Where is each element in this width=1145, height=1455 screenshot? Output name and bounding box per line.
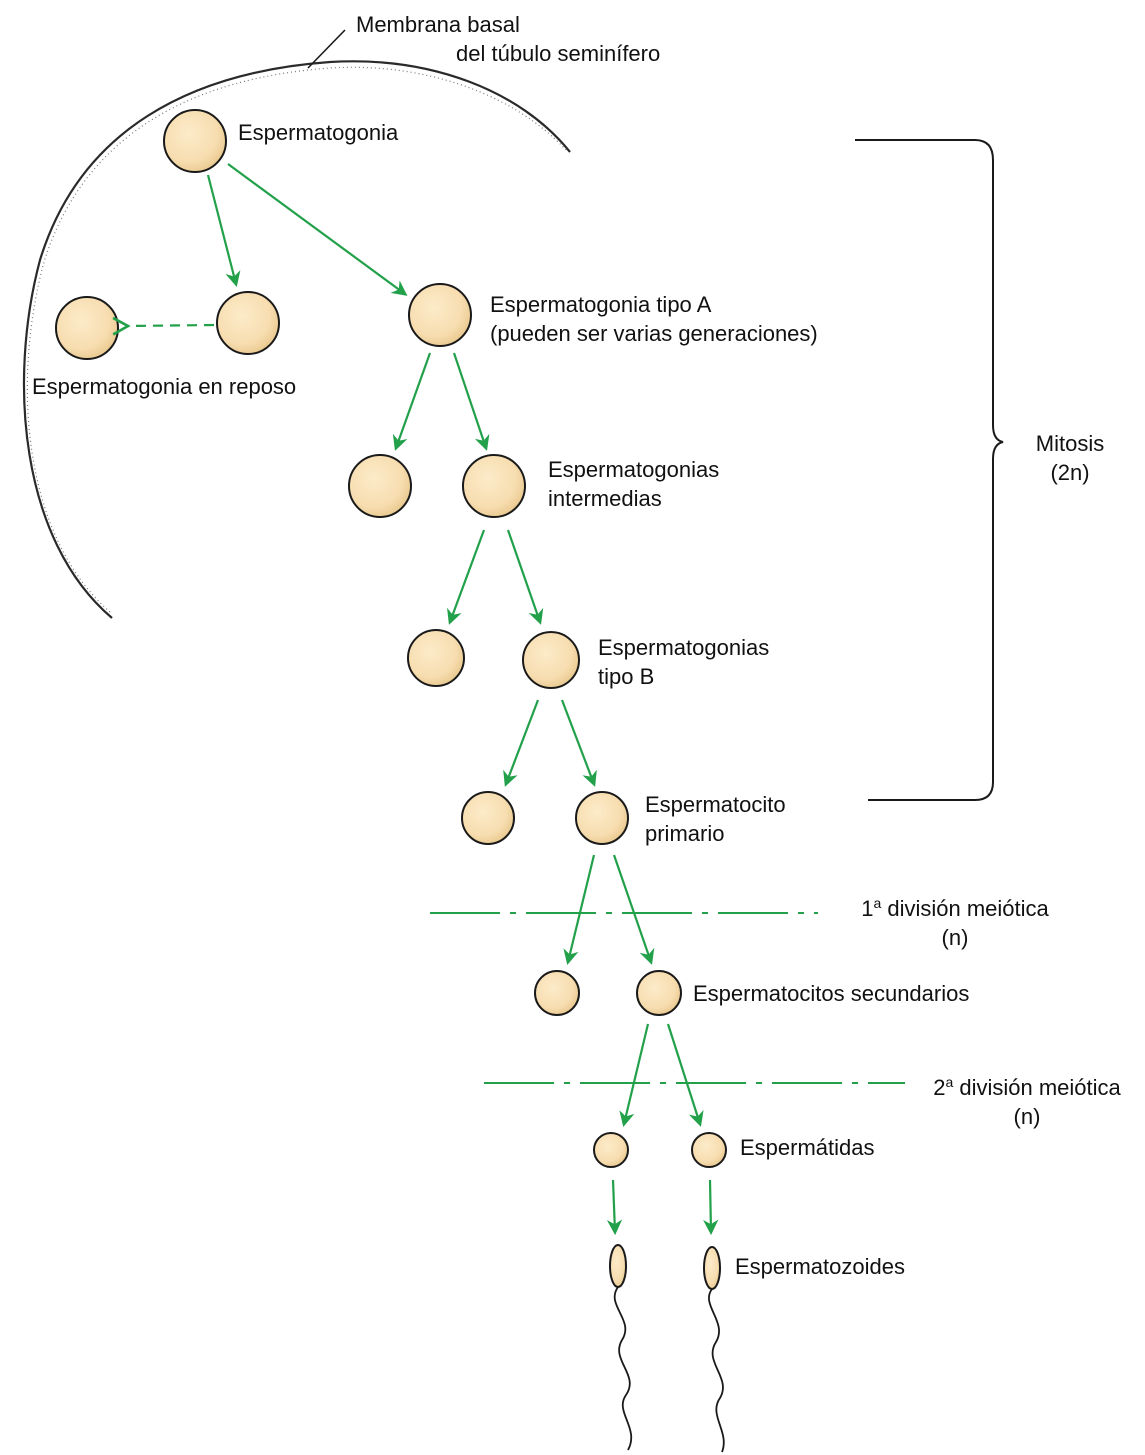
cell-spermatogonium [163,109,227,173]
tail-right [708,1288,725,1453]
cell-primary-right [575,791,629,845]
meiosis-1-number: 1 [861,896,874,921]
membrane-leader-line [307,29,346,69]
cell-primary-left [461,791,515,845]
tail-left [613,1286,633,1451]
spermatogonium-label: Espermatogonia [238,120,399,145]
type-b-label-line1: Espermatogonias [598,635,770,660]
meiosis-2-text: división meiótica [953,1075,1121,1100]
cell-intermediate-left [348,454,412,518]
cell-secondary-left [534,970,580,1016]
cell-intermediate-right [462,454,526,518]
meiosis-2-number: 2 [933,1075,946,1100]
meiosis-2-title: 2a división meiótica [912,1073,1142,1102]
meiosis-1-text: división meiótica [881,896,1049,921]
intermediate-label: Espermatogonias intermedias [548,455,719,513]
cell-spermatid-left [593,1132,629,1168]
mitosis-bracket [855,139,1004,801]
mitosis-label: Mitosis (2n) [1020,429,1120,487]
mitosis-label-line2: (2n) [1050,460,1090,485]
spermatozoon-head-right [703,1246,721,1290]
membrane-label-line1: Membrana basal [356,12,520,37]
division-arrows [112,163,719,1236]
cell-spermatid-right [691,1132,727,1168]
spermatozoa-tails [613,1286,725,1453]
meiosis-2-sup: a [945,1074,954,1090]
cells [55,109,727,1290]
type-a-label: Espermatogonia tipo A (pueden ser varias… [490,290,818,348]
cell-resting-spermatogonium [55,296,119,360]
basement-membrane [22,29,571,619]
cell-secondary-right [636,970,682,1016]
spermatozoon-head-left [609,1244,627,1288]
primary-label: Espermatocito primario [645,790,786,848]
meiosis-1-title: 1a división meiótica [830,894,1080,923]
type-b-label-line2: tipo B [598,664,655,689]
meiosis-1-label: 1a división meiótica (n) [830,894,1080,952]
intermediate-label-line1: Espermatogonias [548,457,720,482]
intermediate-label-line2: intermedias [548,486,662,511]
spermatozoa-label: Espermatozoides [735,1254,905,1279]
meiosis-1-ploidy: (n) [941,925,969,950]
secondary-label: Espermatocitos secundarios [693,981,970,1006]
type-b-label: Espermatogonias tipo B [598,633,769,691]
membrane-label: Membrana basal del túbulo seminífero [356,10,660,68]
meiosis-1-sup: a [873,895,882,911]
cell-type-b-right [522,631,580,689]
resting-label: Espermatogonia en reposo [32,374,297,399]
spermatids-label: Espermátidas [740,1135,875,1160]
cell-resting-daughter [216,291,280,355]
meiosis-2-ploidy: (n) [1013,1104,1041,1129]
primary-label-line2: primario [645,821,725,846]
type-a-label-line2: (pueden ser varias generaciones) [490,321,818,346]
mitosis-label-line1: Mitosis [1035,431,1105,456]
meiosis-lines [430,912,905,1084]
meiosis-2-label: 2a división meiótica (n) [912,1073,1142,1131]
cell-type-a [408,283,472,347]
cell-type-b-left [407,629,465,687]
primary-label-line1: Espermatocito [645,792,786,817]
membrane-label-line2: del túbulo seminífero [456,41,661,66]
type-a-label-line1: Espermatogonia tipo A [490,292,712,317]
